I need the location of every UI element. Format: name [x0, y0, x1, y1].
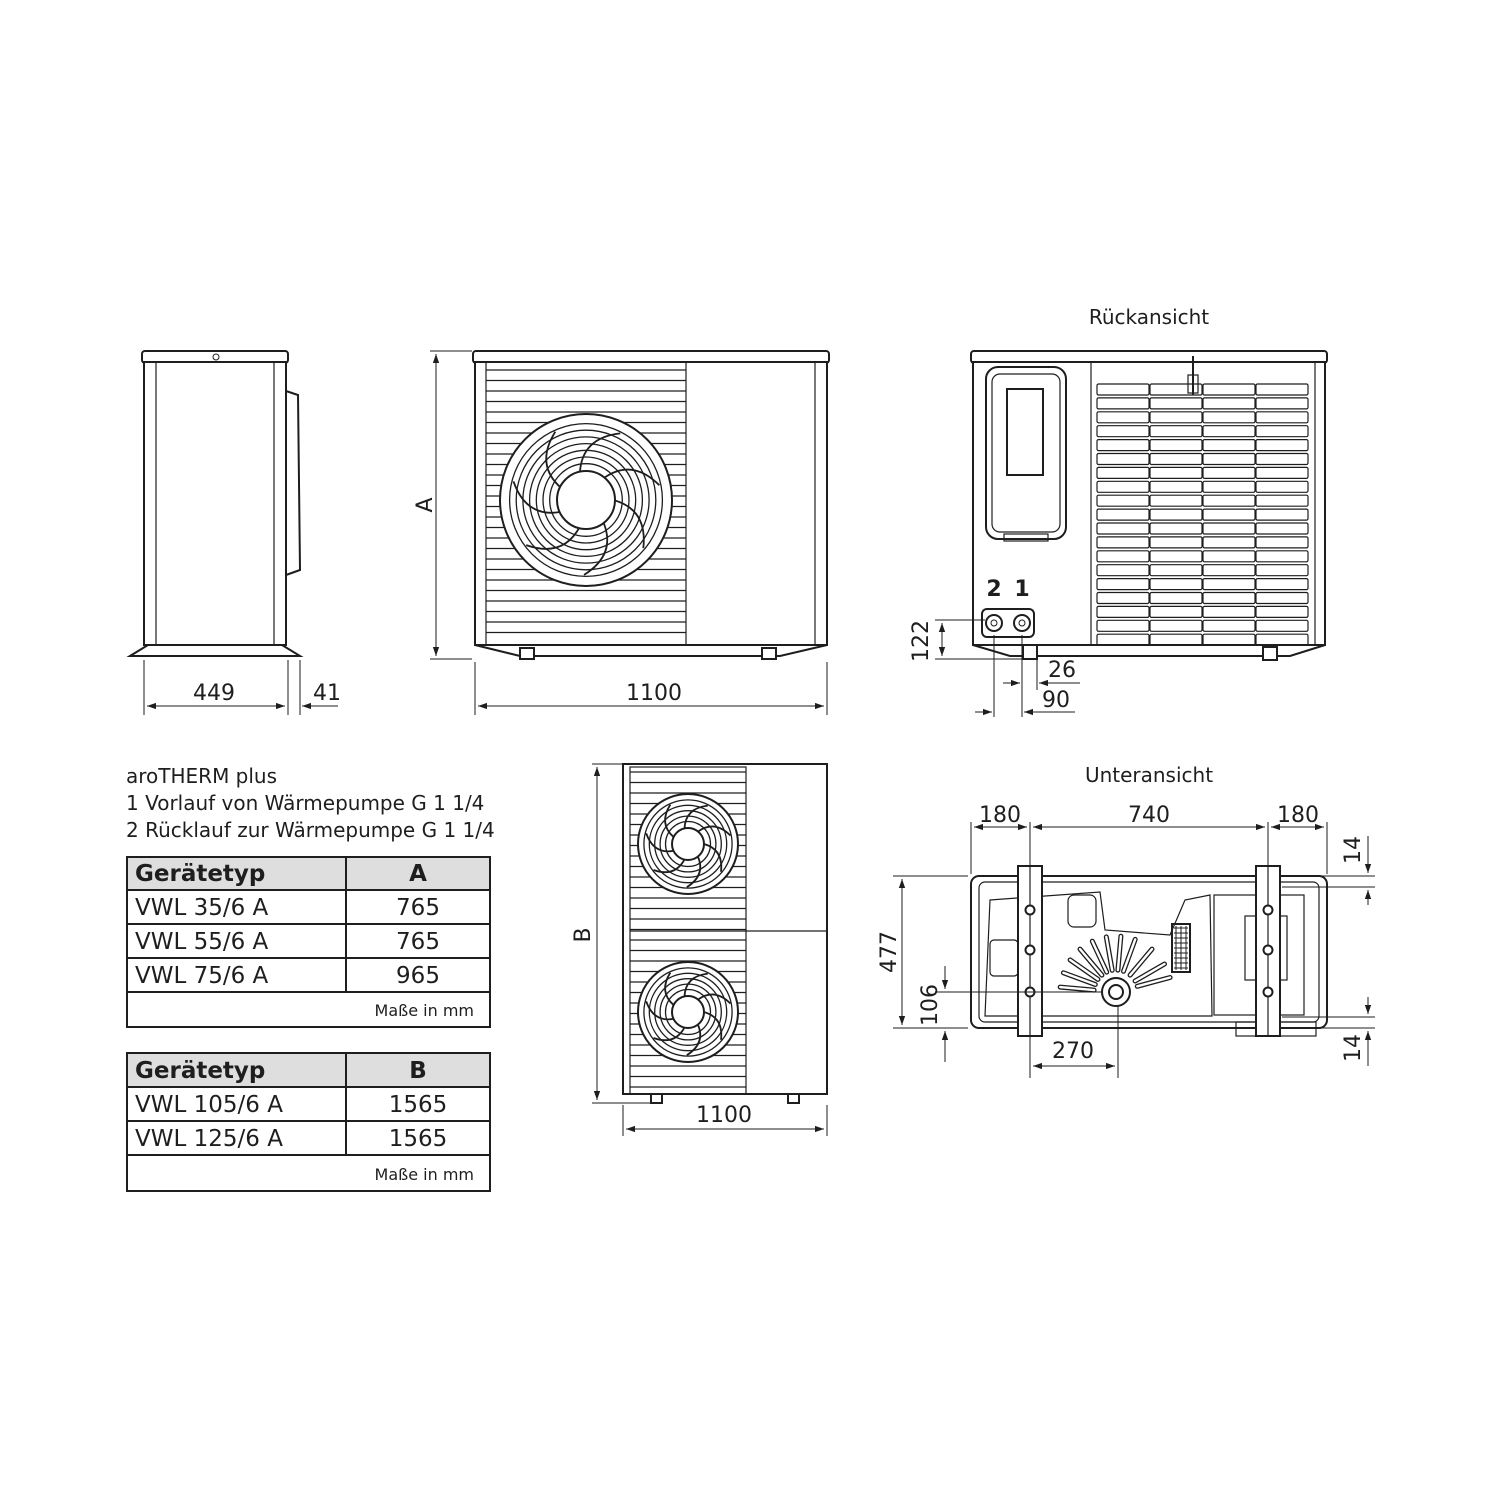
rear-grille — [1096, 383, 1309, 646]
large-fan-bottom — [637, 961, 739, 1063]
table-row-type: VWL 55/6 A — [135, 929, 269, 955]
side-depth-label: 449 — [193, 681, 235, 706]
bottom-right-180: 180 — [1277, 803, 1319, 828]
bottom-top-14: 14 — [1341, 836, 1366, 864]
large-unit-view: B 1100 — [571, 763, 828, 1136]
bottom-drain — [1101, 977, 1131, 1007]
side-base — [126, 644, 304, 657]
table-row-value: 965 — [396, 963, 440, 989]
large-width-label: 1100 — [696, 1103, 752, 1128]
side-offset-label: 41 — [313, 681, 341, 706]
table-row-type: VWL 35/6 A — [135, 895, 269, 921]
bottom-middle-740: 740 — [1128, 803, 1170, 828]
legend-item-1: 1 Vorlauf von Wärmepumpe G 1 1/4 — [126, 791, 484, 815]
table-a: Gerätetyp A VWL 35/6 A 765 VWL 55/6 A 76… — [126, 856, 491, 1028]
bottom-tray — [984, 891, 1213, 1017]
bottom-depth-477: 477 — [877, 931, 902, 973]
bottom-view-title: Unteransicht — [1085, 763, 1213, 787]
front-fan-hub — [556, 470, 616, 530]
legend: aroTHERM plus 1 Vorlauf von Wärmepumpe G… — [126, 764, 495, 842]
mounting-rail-right — [1255, 865, 1281, 1037]
table-b-col-type: Gerätetyp — [135, 1058, 265, 1084]
table-row-value: 1565 — [389, 1092, 448, 1118]
bottom-view: Unteransicht — [877, 763, 1375, 1078]
bottom-dim-270: 270 — [1052, 1039, 1094, 1064]
bottom-bottom-14: 14 — [1341, 1034, 1366, 1062]
legend-product: aroTHERM plus — [126, 764, 277, 788]
table-b: Gerätetyp B VWL 105/6 A 1565 VWL 125/6 A… — [126, 1052, 491, 1192]
rear-display — [1006, 388, 1044, 476]
table-b-col-dim: B — [409, 1058, 427, 1084]
front-grille — [485, 361, 687, 646]
table-row-type: VWL 105/6 A — [135, 1092, 283, 1118]
legend-item-2: 2 Rücklauf zur Wärmepumpe G 1 1/4 — [126, 818, 495, 842]
side-view: 449 41 — [126, 350, 341, 715]
side-rear-panel — [285, 390, 302, 576]
large-fan-top — [637, 793, 739, 895]
front-height-label: A — [413, 497, 438, 512]
table-row-value: 765 — [396, 895, 440, 921]
table-row-type: VWL 75/6 A — [135, 963, 269, 989]
mounting-rail-left — [1017, 865, 1043, 1037]
bottom-left-180: 180 — [979, 803, 1021, 828]
rear-height-122: 122 — [909, 620, 934, 662]
connection-1-label: 1 — [1014, 577, 1029, 602]
bottom-vent — [1171, 923, 1191, 973]
bottom-dim-106: 106 — [918, 984, 943, 1026]
front-fan — [499, 413, 673, 587]
rear-dim-90: 90 — [1042, 688, 1070, 713]
front-width-label: 1100 — [626, 681, 682, 706]
table-b-note: Maße in mm — [375, 1165, 474, 1184]
side-body — [143, 361, 287, 646]
rear-connections: 2 1 — [981, 577, 1035, 638]
table-row-value: 765 — [396, 929, 440, 955]
rear-view-title: Rückansicht — [1089, 305, 1209, 329]
table-row-value: 1565 — [389, 1126, 448, 1152]
rear-view: Rückansicht 2 1 122 26 — [909, 305, 1328, 717]
table-a-note: Maße in mm — [375, 1001, 474, 1020]
side-top-screw — [212, 353, 220, 361]
connection-2-label: 2 — [986, 577, 1001, 602]
rear-service-panel — [985, 366, 1067, 540]
large-height-label: B — [571, 927, 596, 942]
table-a-col-type: Gerätetyp — [135, 861, 265, 887]
table-a-col-dim: A — [409, 861, 427, 887]
front-view: A 1100 — [413, 350, 830, 715]
table-row-type: VWL 125/6 A — [135, 1126, 283, 1152]
rear-dim-26: 26 — [1048, 658, 1076, 683]
